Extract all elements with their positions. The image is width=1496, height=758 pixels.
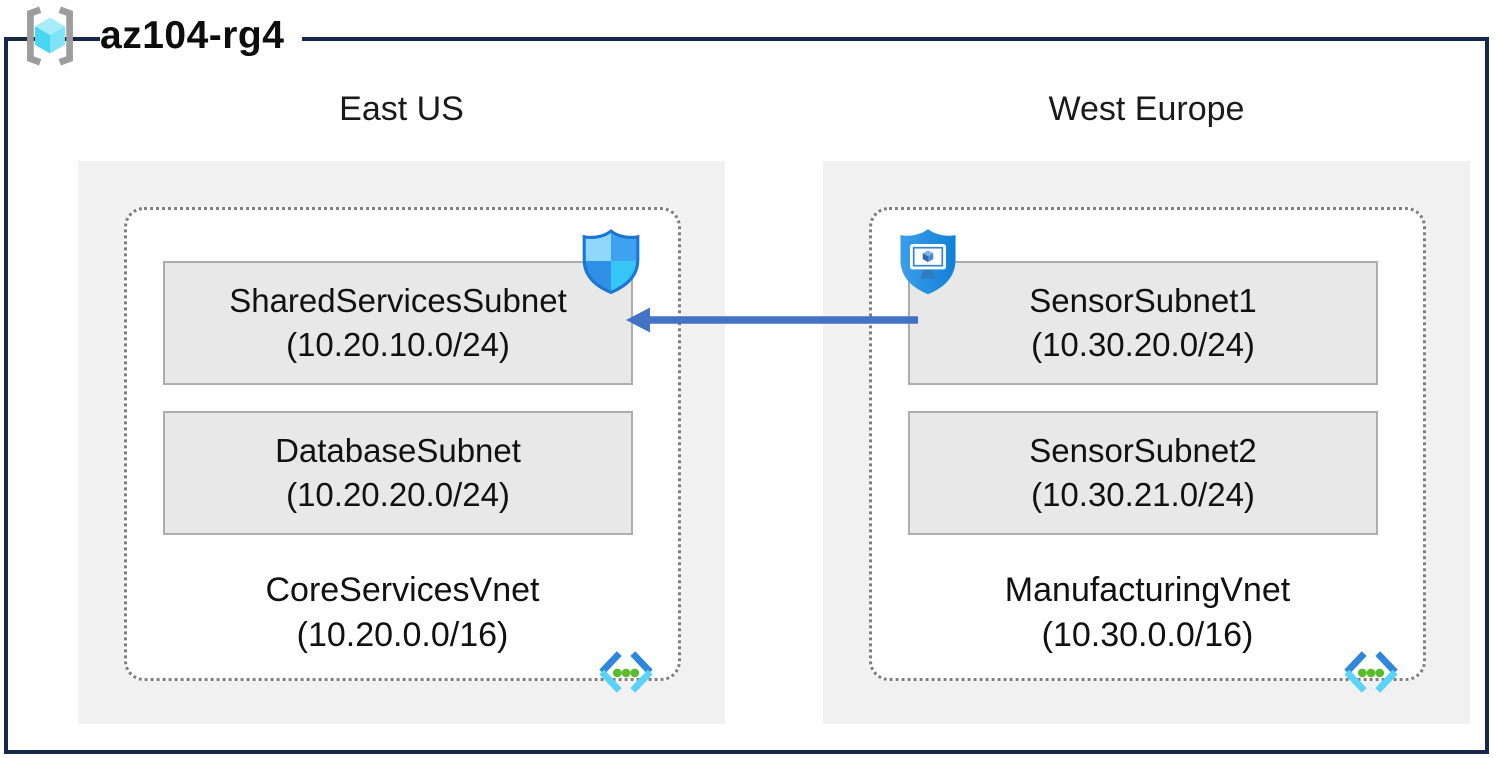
vnet-box-manufacturingvnet: SensorSubnet1 (10.30.20.0/24) SensorSubn… (869, 207, 1426, 693)
region-label-east-us: East US (339, 90, 464, 128)
subnet-name: SensorSubnet2 (1029, 432, 1257, 470)
bastion-shield-icon (900, 229, 956, 295)
subnet-box-sharedservicessubnet: SharedServicesSubnet (10.20.10.0/24) (163, 261, 633, 385)
resource-group-frame (4, 37, 1489, 754)
resource-group-header: az104-rg4 (16, 2, 303, 70)
resource-group-icon (27, 6, 73, 66)
traffic-arrow (626, 307, 918, 333)
subnet-box-databasesubnet: DatabaseSubnet (10.20.20.0/24) (163, 411, 633, 535)
nsg-shield-icon (582, 229, 640, 295)
subnet-cidr: (10.20.20.0/24) (286, 476, 510, 513)
subnet-box-sensorsubnet2: SensorSubnet2 (10.30.21.0/24) (908, 411, 1378, 535)
vnet-box-coreservicesvnet: SharedServicesSubnet (10.20.10.0/24) Dat… (124, 207, 681, 693)
vnet-name: ManufacturingVnet (1004, 571, 1291, 609)
subnet-cidr: (10.30.20.0/24) (1031, 326, 1255, 363)
subnet-box-sensorsubnet1: SensorSubnet1 (10.30.20.0/24) (908, 261, 1378, 385)
vnet-label-coreservicesvnet: CoreServicesVnet (10.20.0.0/16) (127, 568, 678, 658)
page-title: az104-rg4 (100, 10, 303, 62)
subnet-name: SharedServicesSubnet (229, 282, 567, 320)
subnet-cidr: (10.30.21.0/24) (1031, 476, 1255, 513)
vnet-label-manufacturingvnet: ManufacturingVnet (10.30.0.0/16) (872, 568, 1423, 658)
region-label-west-europe: West Europe (1048, 90, 1245, 128)
vnet-cidr: (10.20.0.0/16) (296, 615, 509, 654)
vnet-cidr: (10.30.0.0/16) (1041, 615, 1254, 654)
subnet-name: DatabaseSubnet (275, 432, 521, 470)
vnet-icon (599, 651, 653, 693)
vnet-name: CoreServicesVnet (265, 571, 540, 609)
vnet-icon (1344, 651, 1398, 693)
subnet-name: SensorSubnet1 (1029, 282, 1257, 320)
subnet-cidr: (10.20.10.0/24) (286, 326, 510, 363)
